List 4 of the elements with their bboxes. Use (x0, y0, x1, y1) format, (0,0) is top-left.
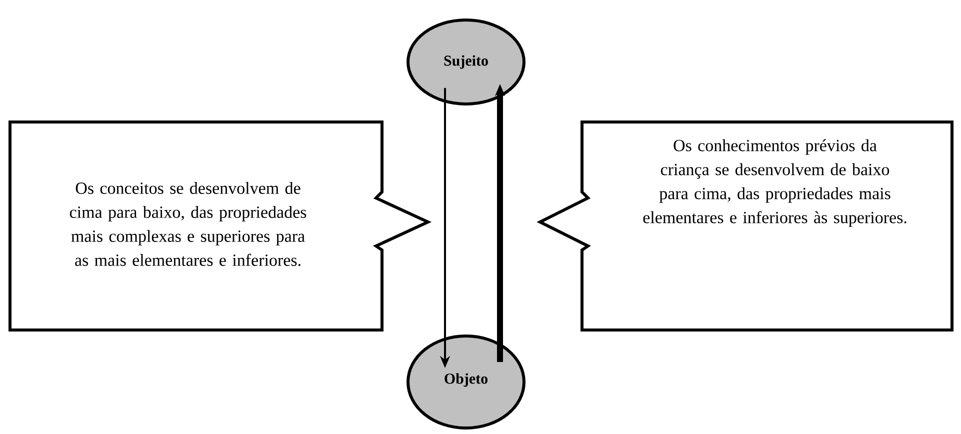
callout-box: Os conceitos se desenvolvem de cima para baixo, das propriedades mais complexas e superiores para as mais elementares e inferiores. (8, 120, 432, 332)
ellipse-node: Objeto (406, 334, 526, 430)
ellipse-node: Sujeito (406, 18, 526, 106)
callout-box: Os conhecimentos prévios da criança se desenvolvem de baixo para cima, das propriedades mais elementares e inferiores às superiores. (536, 120, 954, 332)
